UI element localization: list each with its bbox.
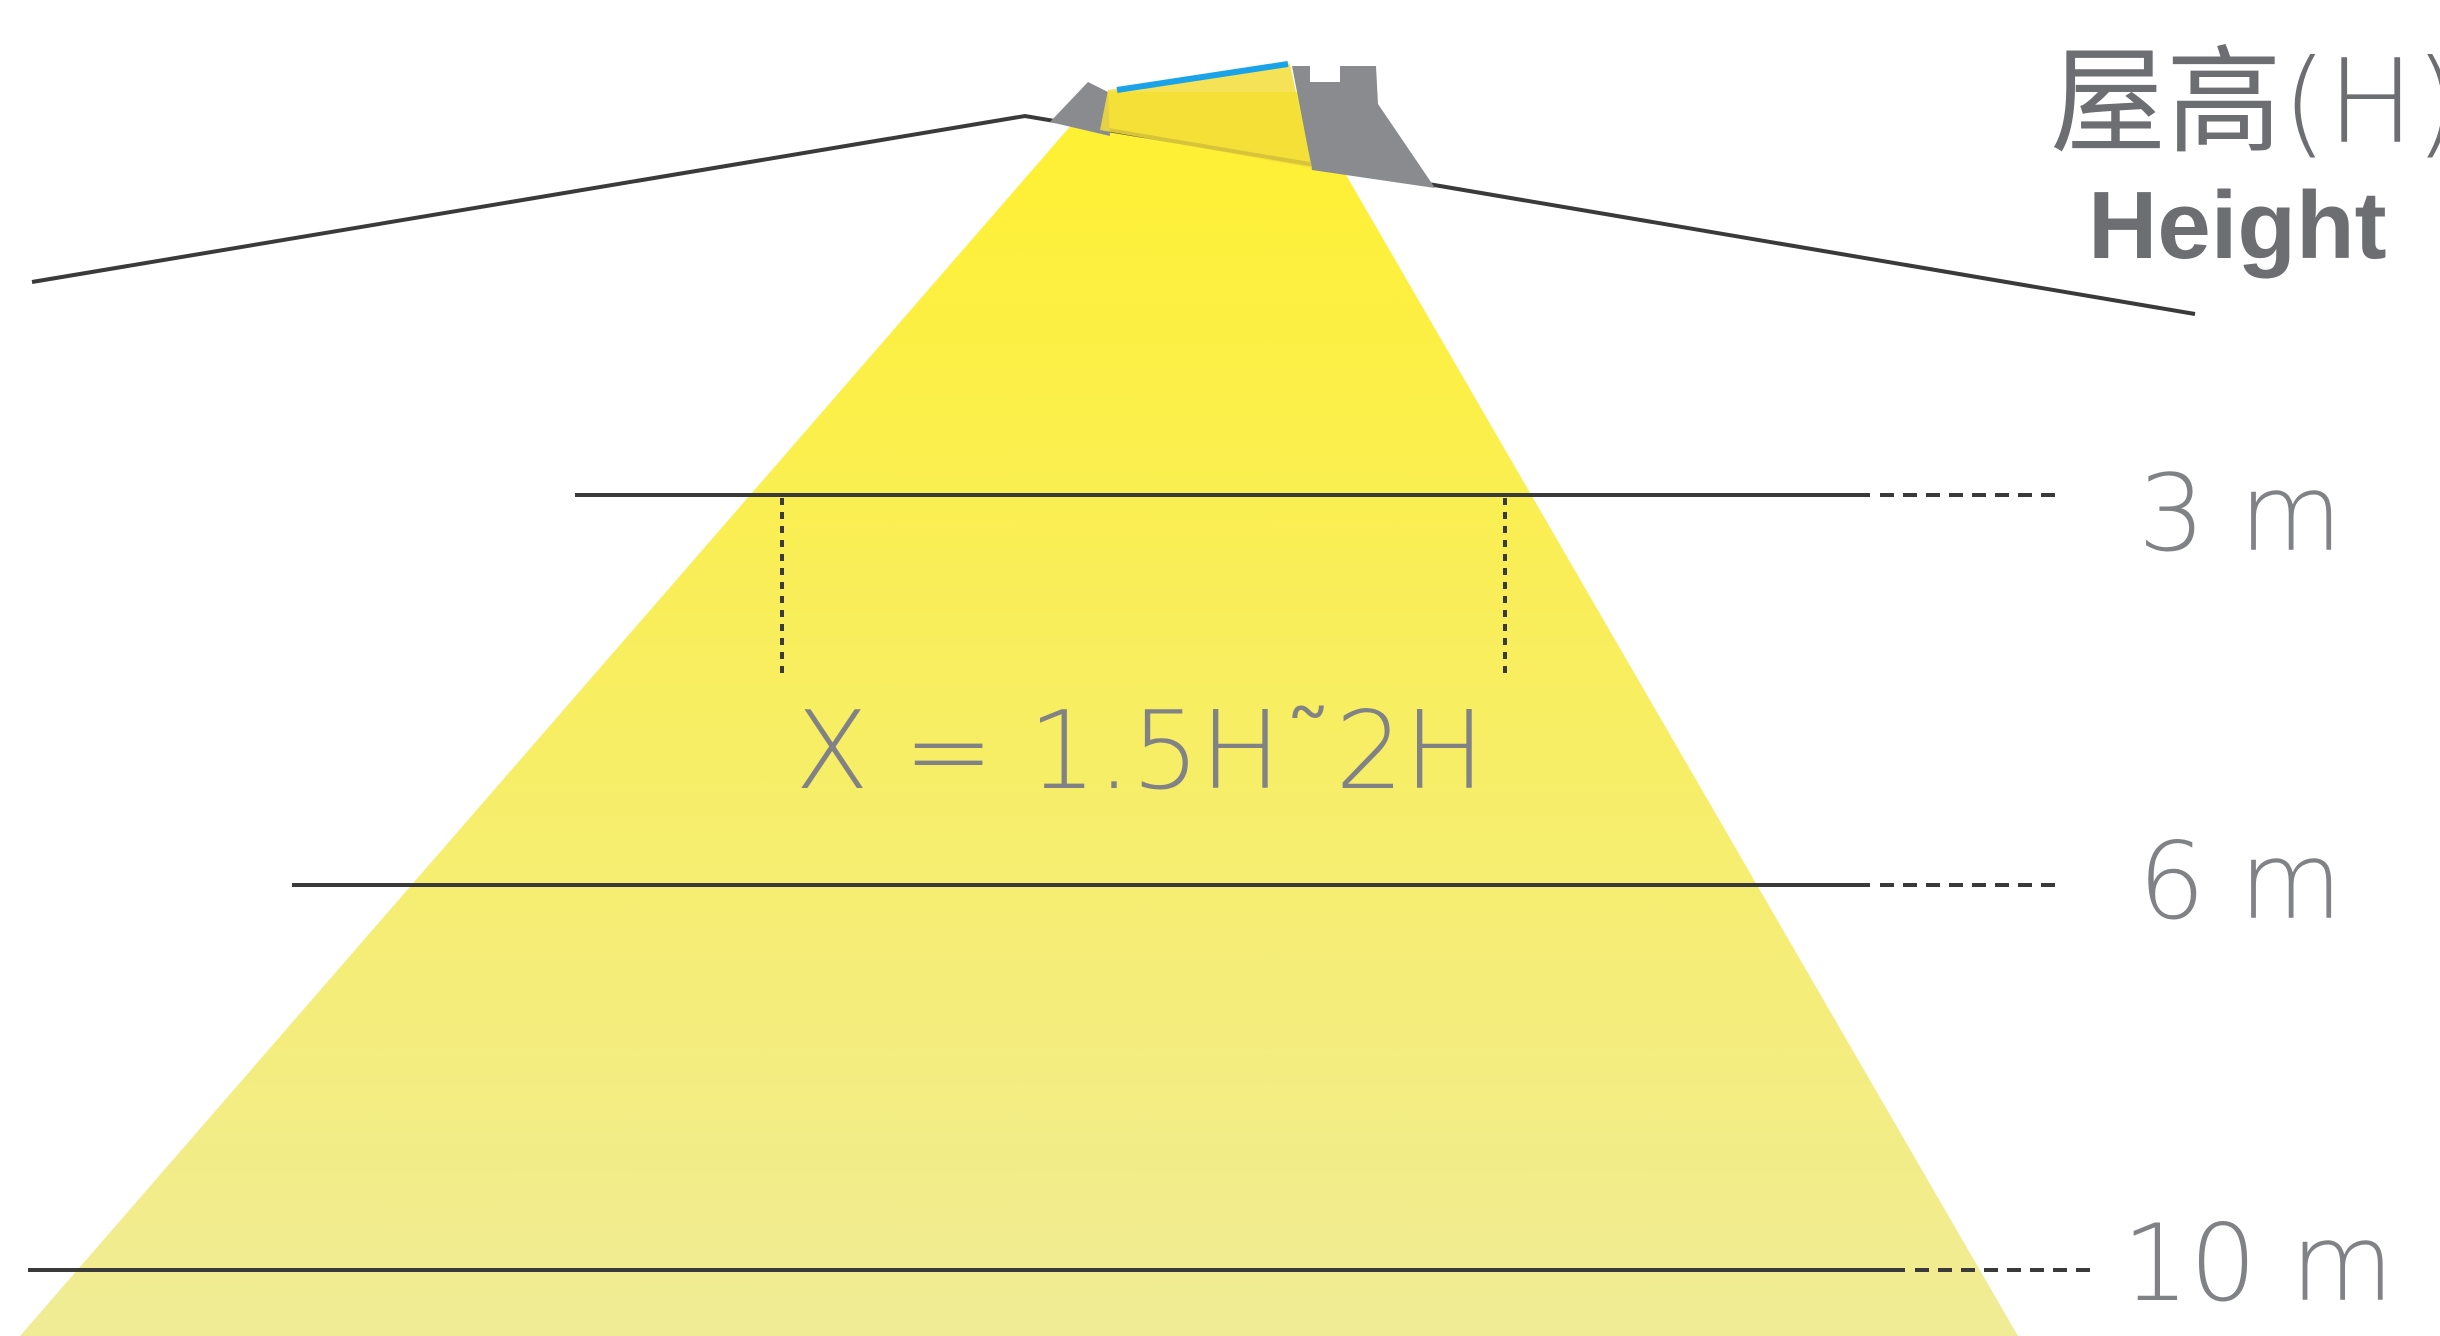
fixture-reflector [1100, 64, 1312, 168]
beam-width-formula: X = 1.5H˜2H [795, 689, 1485, 814]
height-label-3m: 3 m [2138, 452, 2342, 575]
title-english: Height [2088, 172, 2387, 279]
fixture-housing-right [1292, 66, 1435, 188]
fixture-lens [1116, 61, 1289, 93]
height-label-10m: 10 m [2122, 1202, 2394, 1325]
fixture-housing-left [1050, 82, 1110, 136]
height-label-6m: 6 m [2138, 820, 2342, 943]
title-chinese: 屋高(H) [2050, 35, 2440, 170]
light-beam [20, 92, 2018, 1336]
